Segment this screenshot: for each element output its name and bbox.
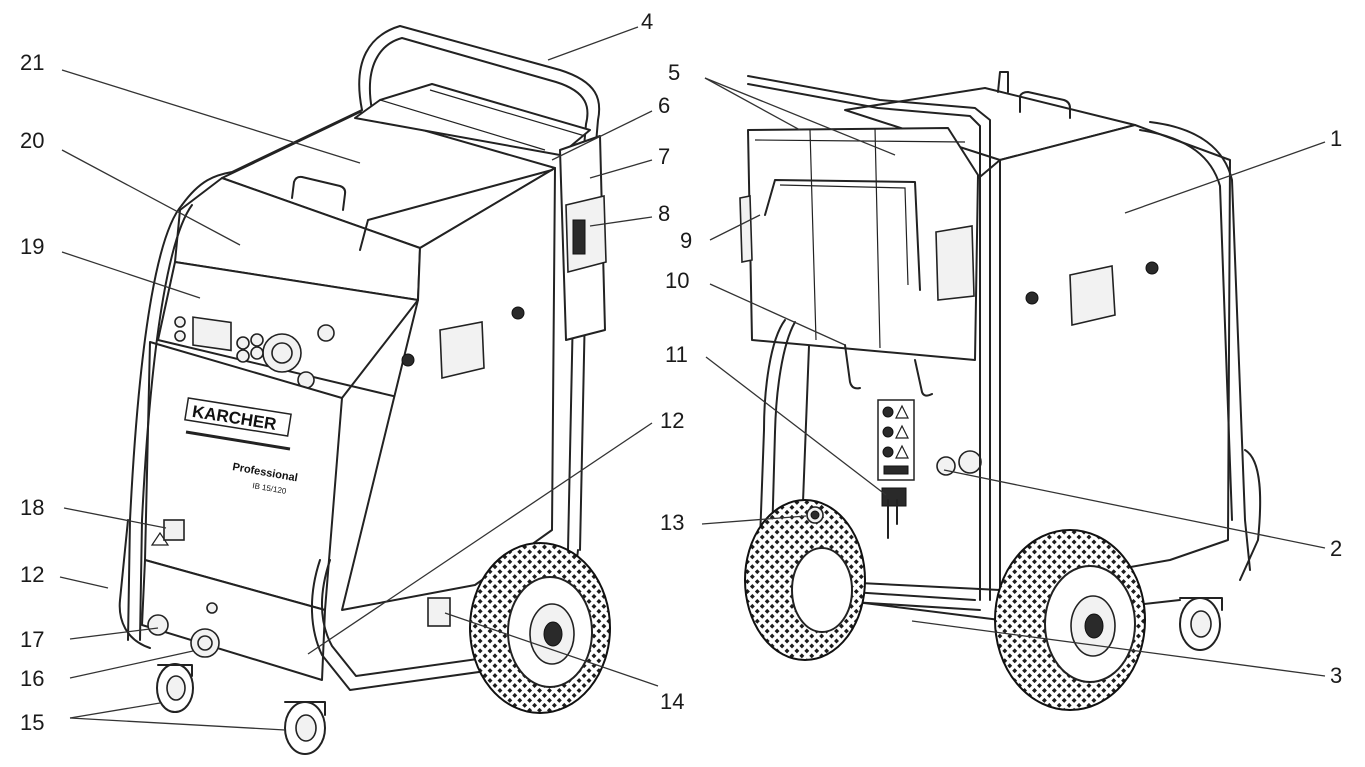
callout-8: 8 (658, 201, 670, 226)
callout-17: 17 (20, 627, 44, 652)
callout-12-left: 12 (20, 562, 44, 587)
rear-view-machine (739, 71, 1262, 711)
caster-front-left (156, 663, 194, 713)
callout-9: 9 (680, 228, 692, 253)
callout-2: 2 (1330, 536, 1342, 561)
callout-4: 4 (641, 9, 653, 34)
callout-13: 13 (660, 510, 684, 535)
callout-12-right: 12 (660, 408, 684, 433)
callout-5: 5 (668, 60, 680, 85)
callout-15: 15 (20, 710, 44, 735)
callout-21: 21 (20, 50, 44, 75)
callout-18: 18 (20, 495, 44, 520)
callout-11: 11 (665, 342, 688, 367)
callout-20: 20 (20, 128, 44, 153)
callout-16: 16 (20, 666, 44, 691)
warning-label-block (877, 399, 915, 481)
callout-6: 6 (658, 93, 670, 118)
caster-rear (1179, 597, 1223, 651)
callout-14: 14 (660, 689, 684, 714)
callout-leaders (59, 26, 1326, 731)
callout-19: 19 (20, 234, 44, 259)
callout-labels: 4 5 6 7 8 9 10 11 12 12 13 14 15 16 17 1… (20, 9, 1342, 735)
callout-3: 3 (1330, 663, 1342, 688)
callout-7: 7 (658, 144, 670, 169)
callout-10: 10 (665, 268, 689, 293)
callout-1: 1 (1330, 126, 1342, 151)
front-view-machine: KARCHER Professional IB 15/120 (118, 25, 611, 755)
caster-front-right (284, 701, 326, 755)
